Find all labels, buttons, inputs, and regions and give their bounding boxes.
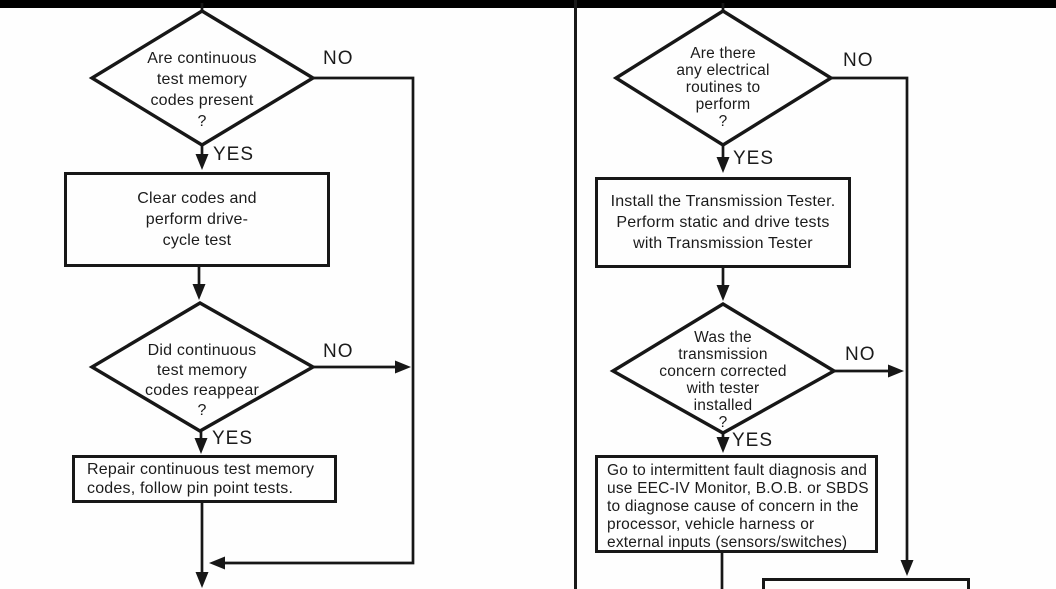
no-label-right-1: NO (843, 50, 874, 71)
no-label-right-2: NO (845, 344, 876, 365)
decision-text-left-2: Did continuous test memory codes reappea… (145, 342, 259, 419)
arrowhead-left-yes-2 (194, 438, 208, 454)
process-box-clear-codes: Clear codes and perform drive- cycle tes… (64, 172, 330, 267)
yes-label-right-1: YES (733, 148, 775, 169)
arrowhead-left-exit-down (195, 572, 209, 588)
no-label-left-2: NO (323, 341, 354, 362)
decision-diamond-right-2 (609, 302, 838, 435)
process-box-intermittent-diagnosis-text: Go to intermittent fault diagnosis and u… (607, 462, 869, 551)
yes-label-left-2: YES (212, 428, 254, 449)
decision-diamond-left-1 (88, 9, 317, 147)
arrowhead-right-yes-1 (716, 157, 730, 173)
process-box-install-tester: Install the Transmission Tester. Perform… (595, 177, 851, 268)
process-box-bottom-partial (762, 578, 970, 589)
yes-label-left-1: YES (213, 144, 255, 165)
arrowhead-right-yes-2 (716, 437, 730, 453)
arrowhead-right-no-2 (888, 364, 904, 378)
connector-right-no-bypass (831, 76, 909, 560)
decision-text-left-1: Are continuous test memory codes present… (147, 50, 257, 130)
decision-diamond-left-2 (88, 301, 317, 433)
arrowhead-left-loop-return (209, 556, 225, 570)
process-box-intermittent-diagnosis: Go to intermittent fault diagnosis and u… (595, 455, 878, 553)
decision-text-right-1: Are there any electrical routines to per… (676, 45, 770, 130)
arrowhead-right-process1-to-decision2 (716, 285, 730, 301)
process-box-repair-codes-text: Repair continuous test memory codes, fol… (87, 461, 315, 497)
arrowhead-left-yes-1 (195, 154, 209, 170)
process-box-install-tester-text: Install the Transmission Tester. Perform… (610, 193, 836, 252)
connector-left-no-loop (216, 76, 415, 565)
no-label-left-1: NO (323, 48, 354, 69)
yes-label-right-2: YES (732, 430, 774, 451)
top-border-bar (0, 0, 1056, 8)
arrowhead-left-no-2 (395, 360, 411, 374)
process-box-clear-codes-text: Clear codes and perform drive- cycle tes… (137, 190, 257, 249)
arrowhead-left-process1-to-decision2 (192, 284, 206, 300)
process-box-repair-codes: Repair continuous test memory codes, fol… (72, 455, 337, 503)
arrowhead-right-no-bypass (900, 560, 914, 576)
decision-text-right-2: Was the transmission concern corrected w… (659, 329, 787, 431)
decision-diamond-right-1 (612, 8, 835, 148)
